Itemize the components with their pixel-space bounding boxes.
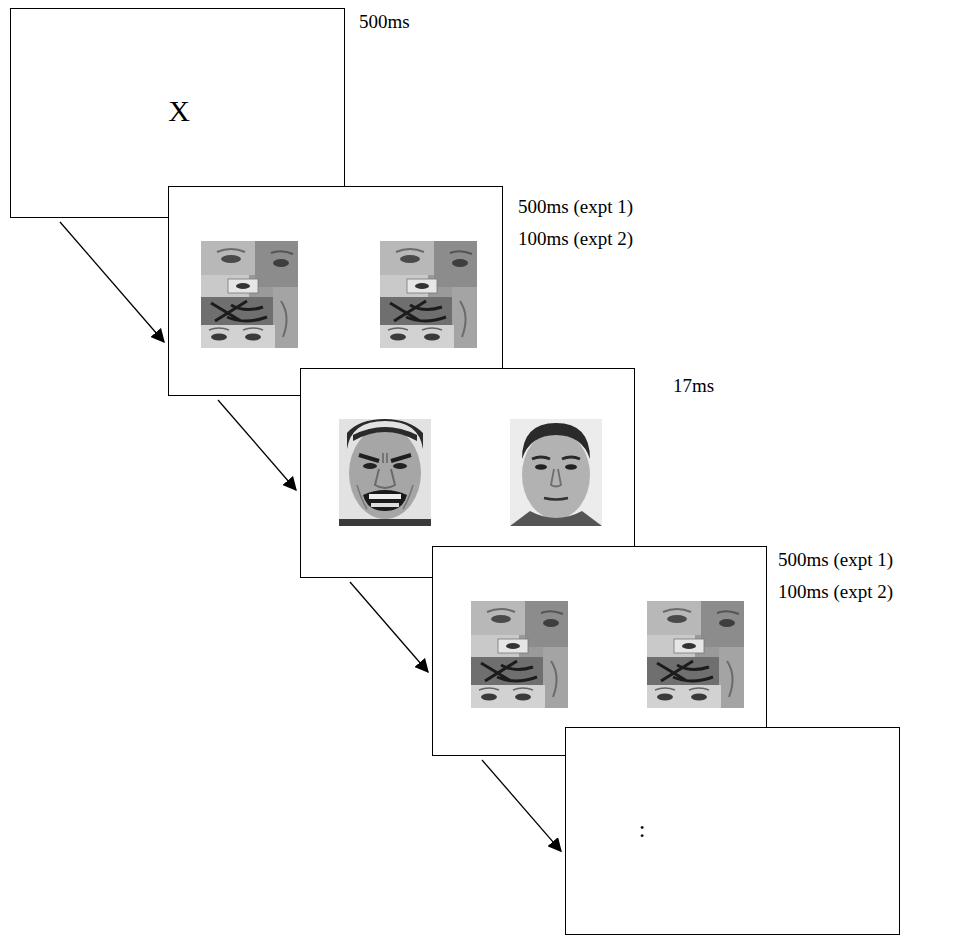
mask-pair (169, 187, 504, 397)
face-mask (201, 241, 298, 348)
duration-label: 100ms (expt 2) (518, 228, 633, 250)
screen-frame: 500ms (expt 1)100ms (expt 2) (432, 546, 767, 756)
sequence-arrow (350, 582, 428, 672)
sequence-arrow (60, 222, 164, 342)
duration-label: 17ms (673, 375, 714, 397)
duration-label: 500ms (expt 1) (518, 196, 633, 218)
sequence-arrow (482, 760, 561, 851)
duration-label: 100ms (expt 2) (778, 581, 893, 603)
angry-face (339, 419, 431, 526)
response-prompt: : (639, 815, 646, 843)
screen-frame: 500ms (expt 1)100ms (expt 2) (168, 186, 503, 396)
duration-label: 500ms (359, 11, 410, 33)
face-mask (380, 241, 477, 348)
fixation-cross: X (168, 94, 190, 128)
screen-frame: : (565, 727, 900, 935)
duration-label: 500ms (expt 1) (778, 549, 893, 571)
mask-pair (433, 547, 768, 757)
face-mask (471, 601, 568, 708)
face-mask (647, 601, 744, 708)
sequence-arrow (218, 400, 296, 490)
neutral-face (510, 419, 602, 526)
